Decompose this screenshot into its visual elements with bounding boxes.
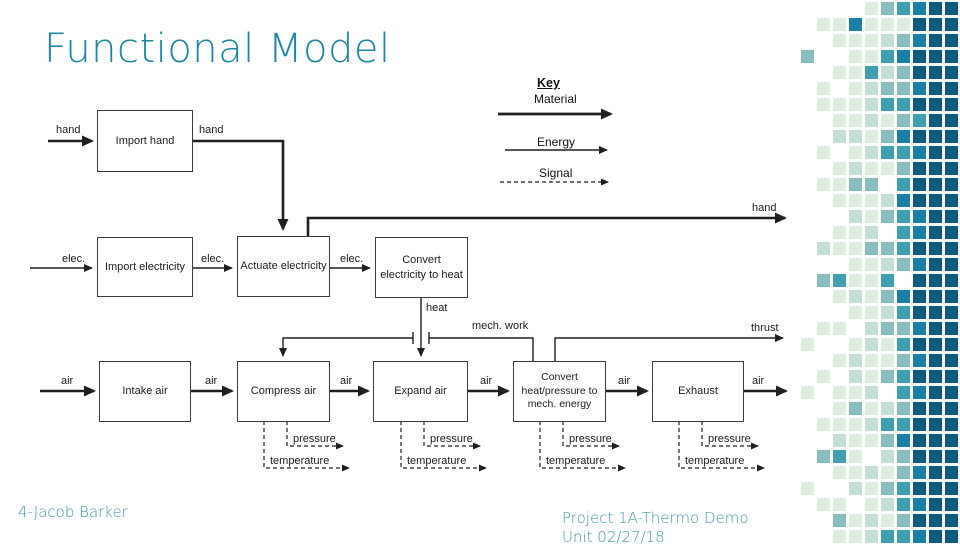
edge-label-air-4: air bbox=[618, 375, 631, 387]
edge-label-air-3: air bbox=[480, 375, 493, 387]
edge-label-elec-to-convert: elec. bbox=[340, 253, 364, 265]
edge-label-mech-work: mech. work bbox=[472, 320, 529, 332]
signal-label-pressure-expand: pressure bbox=[430, 433, 473, 445]
key-item-signal: Signal bbox=[539, 166, 573, 180]
edge-label-hand-out: hand bbox=[752, 202, 777, 214]
edge-label-hand-mid: hand bbox=[199, 124, 224, 136]
box-compress-air: Compress air bbox=[237, 361, 330, 422]
page-title: Functional Model bbox=[44, 26, 391, 72]
key-sample-arrows bbox=[498, 108, 613, 186]
footer-date: Unit 02/27/18 bbox=[562, 528, 665, 546]
edge-label-air-out: air bbox=[752, 375, 765, 387]
box-actuate-electricity: Actuate electricity bbox=[237, 236, 330, 297]
edge-label-elec-in: elec. bbox=[62, 253, 86, 265]
material-flow-lines bbox=[40, 135, 788, 397]
signal-label-pressure-convert: pressure bbox=[569, 433, 612, 445]
signal-label-pressure-exhaust: pressure bbox=[708, 433, 751, 445]
edge-label-hand-in: hand bbox=[56, 124, 81, 136]
edge-label-air-2: air bbox=[340, 375, 353, 387]
box-intake-air: Intake air bbox=[99, 361, 191, 422]
key-title: Key bbox=[537, 76, 560, 90]
edge-label-elec-mid: elec. bbox=[201, 253, 225, 265]
edge-label-air-in: air bbox=[61, 375, 74, 387]
box-expand-air: Expand air bbox=[373, 361, 468, 422]
edge-label-air-1: air bbox=[205, 375, 218, 387]
energy-flow-lines bbox=[30, 264, 784, 361]
signal-label-temperature-convert: temperature bbox=[546, 455, 606, 467]
box-import-electricity: Import electricity bbox=[97, 237, 193, 297]
edge-label-thrust: thrust bbox=[751, 322, 779, 334]
edge-label-heat: heat bbox=[426, 302, 448, 314]
key-item-material: Material bbox=[534, 92, 577, 106]
key-item-energy: Energy bbox=[537, 135, 576, 149]
box-convert-heat-pressure: Convert heat/pressure to mech. energy bbox=[513, 361, 606, 422]
footer-project: Project 1A-Thermo Demo bbox=[562, 509, 749, 527]
signal-label-pressure-compress: pressure bbox=[293, 433, 336, 445]
signal-label-temperature-expand: temperature bbox=[407, 455, 467, 467]
signal-label-temperature-exhaust: temperature bbox=[685, 455, 745, 467]
signal-label-temperature-compress: temperature bbox=[270, 455, 330, 467]
box-exhaust: Exhaust bbox=[652, 361, 744, 422]
footer-author: 4-Jacob Barker bbox=[18, 503, 128, 521]
box-import-hand: Import hand bbox=[97, 110, 193, 172]
signal-flow-lines bbox=[263, 421, 765, 472]
box-convert-electricity-to-heat: Convert electricity to heat bbox=[375, 237, 468, 298]
